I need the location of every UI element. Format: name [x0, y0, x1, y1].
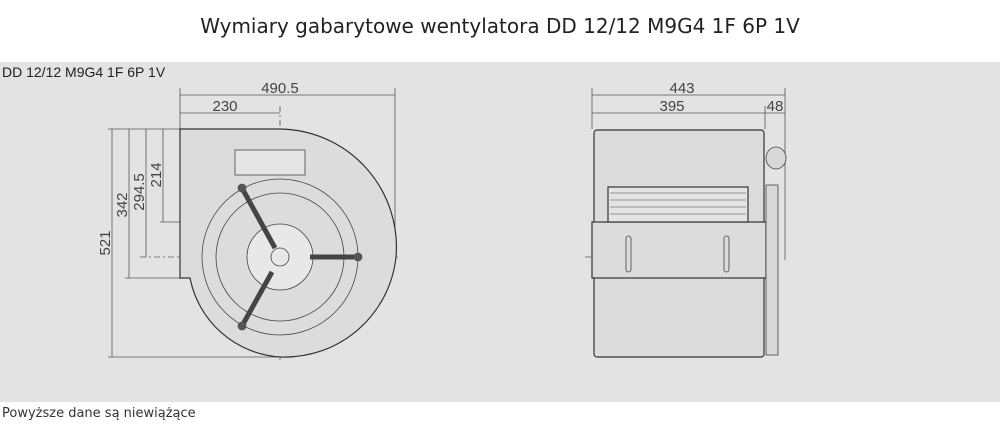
- dim-height-axis: 294.5: [131, 173, 148, 211]
- dim-front-width-body: 395: [659, 98, 684, 115]
- disclaimer: Powyższe dane są niewiążące: [2, 406, 196, 421]
- model-label: DD 12/12 M9G4 1F 6P 1V: [2, 64, 166, 80]
- dim-width-total: 490.5: [261, 80, 299, 97]
- dim-front-width-total: 443: [669, 80, 694, 97]
- dim-motor-protrusion: 48: [767, 98, 784, 115]
- dimension-drawing-panel: DD 12/12 M9G4 1F 6P 1V: [0, 62, 1000, 402]
- dim-height-outlet: 214: [148, 162, 165, 187]
- fan-dimension-drawing: 490.5 230 521 342 294.5 214 443 395 48: [97, 80, 787, 360]
- dim-height-total: 521: [97, 230, 114, 255]
- page-title: Wymiary gabarytowe wentylatora DD 12/12 …: [200, 14, 800, 38]
- dim-width-axis: 230: [212, 98, 237, 115]
- dim-height-342: 342: [114, 192, 131, 217]
